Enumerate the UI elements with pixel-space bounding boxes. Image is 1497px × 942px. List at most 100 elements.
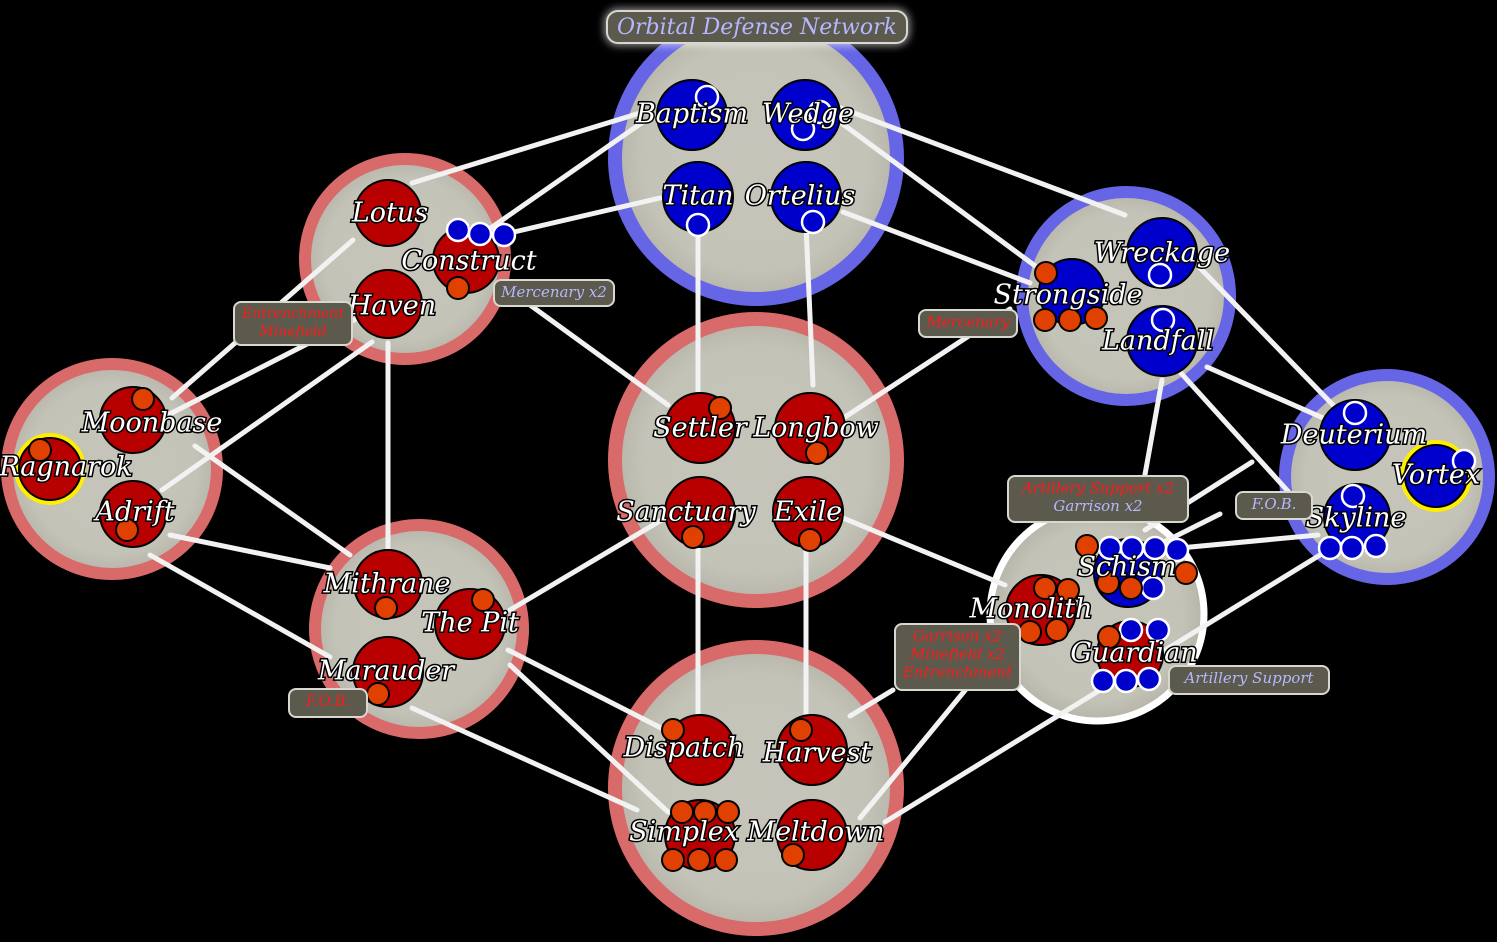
label-ragnarok: Ragnarok — [0, 452, 133, 483]
token-red — [687, 848, 711, 872]
label-moonbase: Moonbase — [81, 408, 223, 439]
label-haven: Haven — [347, 291, 436, 322]
token-ring — [1150, 307, 1176, 333]
token-red — [805, 441, 829, 465]
node-deuterium[interactable] — [1319, 399, 1391, 471]
tag-monolith-modifiers: Garrison x2 Minefield x2 Entrenchment — [894, 623, 1021, 691]
tag-garrison-x2: Garrison x2 — [1053, 497, 1143, 515]
label-wreckage: Wreckage — [1094, 238, 1230, 269]
token-red — [1084, 306, 1108, 330]
token-ring — [1147, 262, 1173, 288]
label-construct: Construct — [401, 246, 536, 277]
token-red — [131, 387, 155, 411]
token-red — [1034, 261, 1058, 285]
token-red — [708, 396, 732, 420]
token-red — [446, 276, 470, 300]
token-ring — [1451, 448, 1477, 474]
token-red — [1058, 308, 1082, 332]
tag-haven-modifiers: Entrenchment Minefield — [233, 301, 353, 346]
map-title: Orbital Defense Network — [606, 10, 908, 44]
node-labels: Baptism Wedge Titan Ortelius Lotus Const… — [0, 97, 1482, 849]
node-haven[interactable] — [353, 269, 423, 339]
label-sanctuary: Sanctuary — [616, 497, 756, 528]
label-schism: Schism — [1077, 552, 1176, 583]
region-orbital-defense[interactable] — [608, 10, 904, 306]
region-settler[interactable] — [608, 312, 904, 608]
connections — [147, 104, 1336, 825]
token-blue — [1339, 535, 1365, 561]
token-blue — [1097, 535, 1123, 561]
token-blue — [1164, 537, 1190, 563]
tag-artillery-support-x2: Artillery Support x2 — [1022, 479, 1174, 497]
token-blue — [1118, 617, 1144, 643]
label-monolith: Monolith — [968, 594, 1092, 625]
tag-schism-modifiers: Artillery Support x2 Garrison x2 — [1007, 475, 1189, 523]
tag-construct-mercenary: Mercenary x2 — [493, 279, 615, 307]
tag-skyline-fob: F.O.B. — [1235, 491, 1313, 520]
label-titan: Titan — [663, 181, 734, 212]
token-blue — [467, 221, 493, 247]
unit-tokens — [28, 84, 1477, 872]
token-blue — [1145, 617, 1171, 643]
label-harvest: Harvest — [762, 738, 872, 769]
tag-monolith-garrison: Garrison x2 — [912, 627, 1003, 645]
label-meltdown: Meltdown — [746, 817, 884, 848]
token-red — [1097, 625, 1121, 649]
token-red — [1045, 618, 1069, 642]
token-blue — [1136, 666, 1162, 692]
token-red — [1075, 534, 1099, 558]
node-lotus[interactable] — [354, 179, 422, 247]
token-red — [1119, 576, 1143, 600]
token-red — [789, 718, 813, 742]
token-red — [1056, 578, 1080, 602]
token-ring — [694, 84, 720, 110]
token-red — [661, 718, 685, 742]
token-red — [714, 848, 738, 872]
token-ring — [685, 212, 711, 238]
token-blue — [1363, 533, 1389, 559]
node-sanctuary[interactable] — [664, 476, 736, 548]
tag-monolith-minefield: Minefield x2 — [910, 645, 1005, 663]
label-mithrane: Mithrane — [323, 569, 451, 600]
label-exile: Exile — [773, 497, 842, 528]
label-settler: Settler — [653, 413, 749, 444]
node-longbow[interactable] — [774, 392, 846, 464]
region-dispatch[interactable] — [608, 640, 904, 936]
token-blue — [1090, 668, 1116, 694]
token-red — [781, 843, 805, 867]
label-the-pit: The Pit — [421, 608, 519, 639]
tag-monolith-entrenchment: Entrenchment — [902, 663, 1013, 681]
label-lotus: Lotus — [351, 198, 428, 229]
label-longbow: Longbow — [752, 413, 879, 444]
token-red — [115, 518, 139, 542]
node-vortex[interactable] — [1404, 444, 1468, 508]
label-baptism: Baptism — [635, 99, 748, 130]
token-red — [1033, 308, 1057, 332]
token-blue — [1113, 668, 1139, 694]
tag-guardian-artillery: Artillery Support — [1168, 665, 1330, 695]
tag-marauder-fob: F.O.B. — [288, 688, 368, 718]
token-red — [374, 596, 398, 620]
token-ring — [1340, 483, 1366, 509]
token-red — [1174, 561, 1198, 585]
label-ortelius: Ortelius — [745, 181, 855, 212]
label-landfall: Landfall — [1101, 326, 1214, 357]
token-red — [28, 438, 52, 462]
label-simplex: Simplex — [629, 817, 739, 848]
token-ring — [790, 116, 816, 142]
node-wreckage[interactable] — [1126, 217, 1198, 289]
token-ring — [807, 99, 833, 125]
label-skyline: Skyline — [1306, 503, 1407, 534]
label-dispatch: Dispatch — [623, 733, 745, 764]
token-blue — [445, 217, 471, 243]
token-red — [716, 800, 740, 824]
node-landfall[interactable] — [1126, 305, 1198, 377]
tag-entrenchment: Entrenchment — [242, 306, 344, 322]
token-red — [471, 588, 495, 612]
tag-minefield: Minefield — [259, 324, 327, 340]
label-guardian: Guardian — [1070, 638, 1197, 669]
label-deuterium: Deuterium — [1280, 420, 1427, 451]
label-adrift: Adrift — [92, 497, 174, 528]
node-wedge[interactable] — [769, 79, 841, 151]
